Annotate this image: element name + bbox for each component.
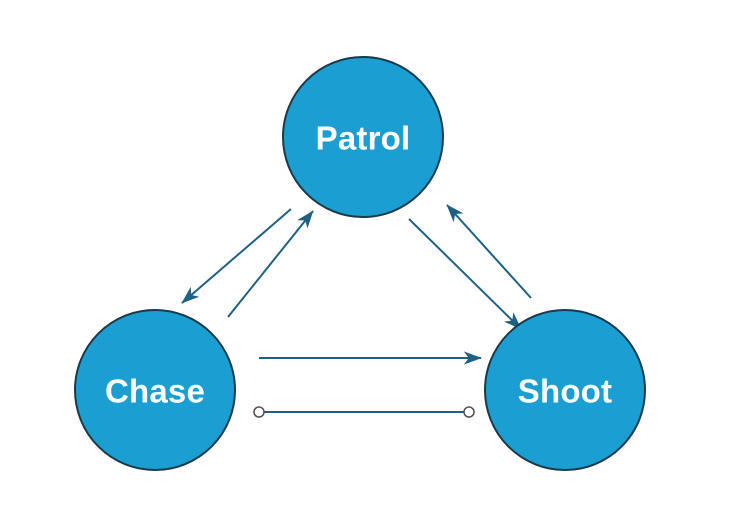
association-endpoint-end-icon bbox=[463, 406, 475, 418]
transition-chase-to-patrol[interactable] bbox=[227, 210, 314, 318]
transition-line bbox=[446, 204, 532, 299]
state-node-chase[interactable]: Chase bbox=[74, 309, 236, 471]
transition-shoot-to-patrol[interactable] bbox=[446, 204, 532, 299]
transition-line bbox=[227, 210, 314, 318]
transition-line bbox=[181, 208, 292, 304]
state-node-label: Patrol bbox=[316, 120, 411, 157]
association-endpoint-start-icon bbox=[253, 406, 265, 418]
transition-patrol-to-shoot[interactable] bbox=[408, 218, 522, 330]
state-node-circle bbox=[282, 56, 444, 218]
transition-chase-shoot-association[interactable] bbox=[253, 406, 475, 418]
transitions-layer bbox=[181, 204, 532, 418]
state-node-label: Shoot bbox=[518, 373, 612, 410]
state-node-circle bbox=[484, 309, 646, 471]
state-node-label: Chase bbox=[105, 373, 205, 410]
state-node-circle bbox=[74, 309, 236, 471]
state-node-patrol[interactable]: Patrol bbox=[282, 56, 444, 218]
transition-line bbox=[408, 218, 522, 330]
state-node-shoot[interactable]: Shoot bbox=[484, 309, 646, 471]
transition-patrol-to-chase[interactable] bbox=[181, 208, 292, 304]
